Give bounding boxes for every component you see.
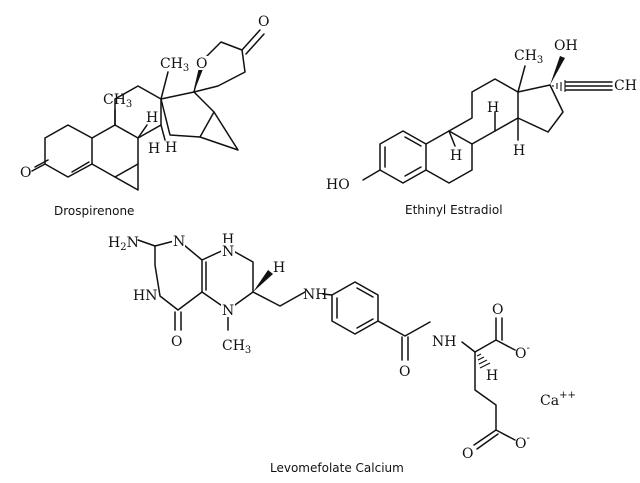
ee-oh: OH [554, 38, 578, 54]
ethinyl-estradiol-structure [362, 56, 613, 184]
dro-ch3-19: CH3 [103, 92, 132, 110]
lmf-nh-amide: NH [432, 334, 456, 350]
lmf-acid1-o-minus: O- [515, 343, 530, 362]
caption-drospirenone: Drospirenone [54, 204, 134, 218]
lmf-ch3: CH3 [222, 338, 251, 356]
dro-h14: H [165, 140, 177, 156]
dro-ketone-o: O [20, 165, 31, 181]
lmf-amide-o: O [399, 364, 410, 380]
lmf-calcium: Ca++ [540, 390, 576, 409]
ee-ch3: CH3 [514, 48, 543, 66]
dro-h9: H [148, 141, 160, 157]
levomefolate-structure [137, 239, 516, 450]
ee-h8: H [487, 100, 499, 116]
caption-ethinyl-estradiol: Ethinyl Estradiol [405, 203, 503, 217]
dro-h8: H [146, 110, 158, 126]
lmf-hn: HN [133, 288, 157, 304]
lmf-n-top: N [173, 234, 185, 250]
dro-ch3-18: CH3 [160, 56, 189, 74]
ee-ho: HO [326, 177, 350, 193]
lmf-n5: N [222, 303, 234, 319]
ee-ch: CH [614, 78, 637, 94]
lmf-acid2-o: O [462, 446, 473, 462]
ee-h14: H [513, 143, 525, 159]
lmf-acid1-o: O [492, 302, 503, 318]
lmf-acid2-o-minus: O- [515, 433, 530, 452]
lmf-nh-linker: NH [303, 287, 327, 303]
dro-lactone-o: O [196, 56, 207, 72]
caption-levomefolate: Levomefolate Calcium [270, 461, 404, 475]
lmf-h-stereo: H [273, 260, 285, 276]
lmf-h2n: H2N [108, 235, 139, 253]
lmf-n-top-pyrazine: N [222, 244, 234, 260]
lmf-oxo-o: O [171, 334, 182, 350]
dro-carbonyl-o: O [258, 14, 269, 30]
lmf-h-alpha: H [486, 368, 498, 384]
ee-h9: H [450, 148, 462, 164]
